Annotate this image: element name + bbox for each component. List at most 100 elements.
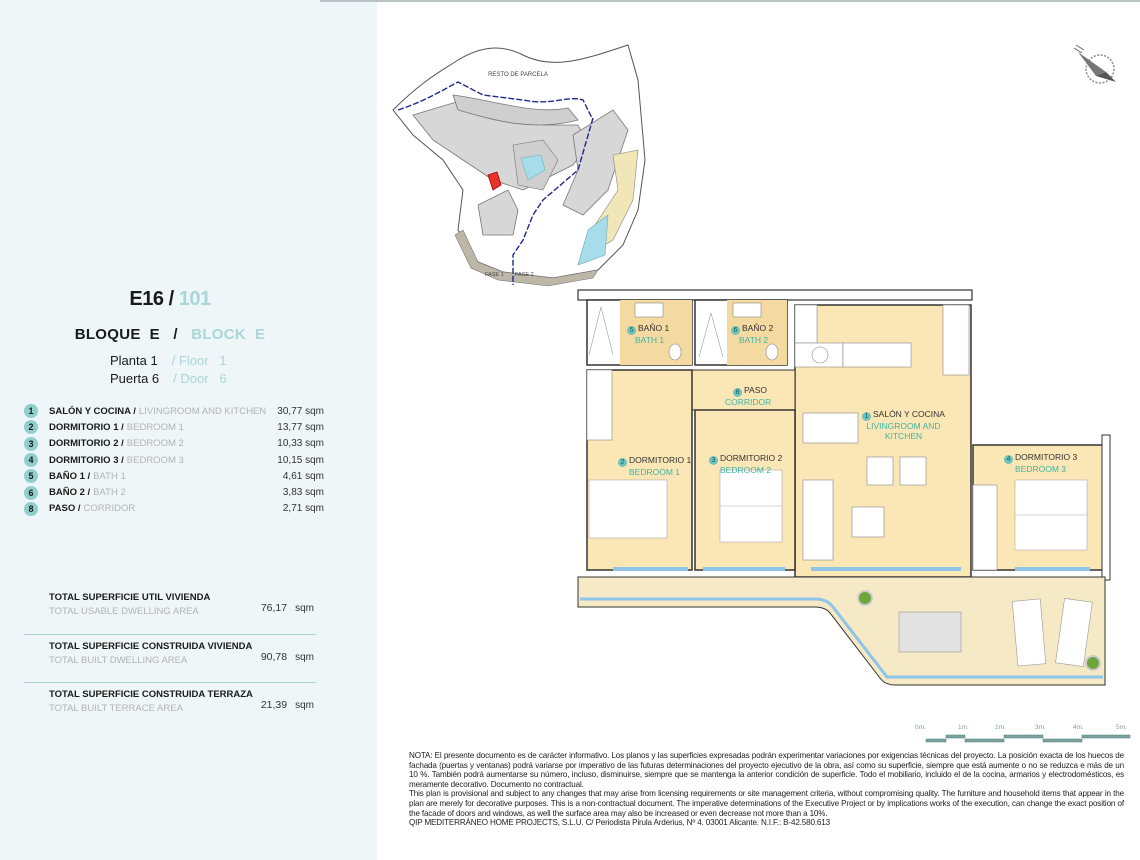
site-plan-map: RESTO DE PARCELA FASE 1 FASE 2 bbox=[392, 44, 646, 287]
scale-label: 2m. bbox=[995, 724, 1006, 731]
door-en: / Door 6 bbox=[173, 371, 227, 386]
room-area: 13,77 sqm bbox=[277, 421, 324, 433]
legal-note-es: NOTA: El presente documento es de caráct… bbox=[409, 751, 1124, 789]
room-number-badge: 6 bbox=[24, 485, 38, 500]
total-number: 76,17 bbox=[260, 602, 288, 614]
block-separator: / bbox=[173, 326, 178, 343]
floor-plan bbox=[577, 289, 1111, 686]
block-es: BLOQUE E bbox=[74, 326, 160, 343]
total-unit: sqm bbox=[295, 603, 314, 614]
scale-label: 1m. bbox=[958, 724, 969, 731]
room-number-badge: 1 bbox=[24, 404, 38, 419]
block-heading: BLOQUE E / BLOCK E bbox=[0, 326, 340, 343]
room-row: 3 DORMITORIO 2 / BEDROOM 2 10,33 sqm bbox=[24, 436, 324, 452]
total-value: 90,78 sqm bbox=[261, 651, 314, 663]
plan-label-en: BATH 1 bbox=[635, 335, 665, 345]
room-name-en: BEDROOM 2 bbox=[126, 438, 184, 450]
total-built-terrace-area: TOTAL SUPERFICIE CONSTRUIDA TERRAZA TOTA… bbox=[24, 682, 316, 730]
plan-label-es: BAÑO 1 bbox=[638, 323, 670, 333]
plan-badge: 2 bbox=[618, 458, 627, 467]
plan-badge: 1 bbox=[862, 412, 871, 421]
plan-label-en: BATH 2 bbox=[739, 335, 769, 345]
room-name-es: BAÑO 1 / bbox=[49, 470, 91, 482]
total-label-es: TOTAL SUPERFICIE UTIL VIVIENDA bbox=[49, 592, 211, 603]
room-name-en: LIVINGROOM AND KITCHEN bbox=[138, 405, 267, 417]
plan-badge: 3 bbox=[709, 456, 718, 465]
plan-label-es: DORMITORIO 1 bbox=[629, 455, 692, 465]
total-value: 21,39 sqm bbox=[261, 699, 314, 711]
room-name-en: CORRIDOR bbox=[83, 503, 136, 515]
total-label-es: TOTAL SUPERFICIE CONSTRUIDA TERRAZA bbox=[49, 689, 253, 700]
room-area: 30,77 sqm bbox=[277, 405, 324, 417]
scale-label: 4m. bbox=[1073, 724, 1084, 731]
room-name-en: BATH 2 bbox=[93, 487, 126, 499]
phase-2-label: FASE 2 bbox=[515, 272, 534, 278]
room-name-es: DORMITORIO 3 / bbox=[49, 454, 124, 466]
room-name-en: BATH 1 bbox=[93, 470, 126, 482]
room-list: 1 SALÓN Y COCINA / LIVINGROOM AND KITCHE… bbox=[24, 403, 324, 517]
room-row: 5 BAÑO 1 / BATH 1 4,61 sqm bbox=[24, 468, 324, 484]
plan-badge: 5 bbox=[627, 326, 636, 335]
block-en: BLOCK E bbox=[191, 326, 266, 343]
phase-1-label: FASE 1 bbox=[485, 272, 504, 278]
plan-label-en: BEDROOM 2 bbox=[720, 465, 772, 475]
floor-line: Planta 1/ Floor 1 bbox=[110, 353, 227, 368]
plan-label-en: BEDROOM 3 bbox=[1015, 464, 1067, 474]
plan-label-es: SALÓN Y COCINA bbox=[873, 409, 945, 419]
total-built-dwelling-area: TOTAL SUPERFICIE CONSTRUIDA VIVIENDA TOT… bbox=[24, 634, 316, 682]
room-number-badge: 4 bbox=[24, 453, 38, 468]
total-value: 76,17 sqm bbox=[261, 602, 314, 614]
total-unit: sqm bbox=[295, 700, 314, 711]
total-number: 21,39 bbox=[260, 699, 288, 711]
scale-bar-graphic bbox=[925, 734, 1131, 743]
room-name-es: SALÓN Y COCINA / bbox=[49, 405, 136, 417]
room-number-badge: 5 bbox=[24, 469, 38, 484]
unit-code-text: E16 bbox=[129, 288, 164, 310]
door-es: Puerta 6 bbox=[110, 371, 160, 386]
legal-note-en: This plan is provisional and subject to … bbox=[409, 789, 1124, 818]
total-usable-area: TOTAL SUPERFICIE UTIL VIVIENDA TOTAL USA… bbox=[24, 586, 316, 634]
plan-label-en: BEDROOM 1 bbox=[629, 467, 681, 477]
room-row: 8 PASO / CORRIDOR 2,71 sqm bbox=[24, 501, 324, 517]
plan-badge: 6 bbox=[731, 326, 740, 335]
scale-label: 3m. bbox=[1035, 724, 1046, 731]
legal-note: NOTA: El presente documento es de caráct… bbox=[409, 751, 1124, 828]
totals-section: TOTAL SUPERFICIE UTIL VIVIENDA TOTAL USA… bbox=[24, 586, 316, 730]
floor-en: / Floor 1 bbox=[171, 353, 227, 368]
room-name-es: PASO / bbox=[49, 503, 81, 515]
room-name-en: BEDROOM 3 bbox=[126, 454, 184, 466]
total-label-en: TOTAL USABLE DWELLING AREA bbox=[49, 606, 199, 617]
room-area: 10,33 sqm bbox=[277, 438, 324, 450]
site-plan-label-rest: RESTO DE PARCELA bbox=[488, 72, 548, 78]
total-label-en: TOTAL BUILT DWELLING AREA bbox=[49, 655, 188, 666]
total-number: 90,78 bbox=[260, 651, 288, 663]
room-row: 4 DORMITORIO 3 / BEDROOM 3 10,15 sqm bbox=[24, 452, 324, 468]
plan-label-en: KITCHEN bbox=[884, 431, 923, 441]
total-label-en: TOTAL BUILT TERRACE AREA bbox=[49, 703, 183, 714]
room-name-es: BAÑO 2 / bbox=[49, 487, 91, 499]
top-rule bbox=[320, 0, 1140, 2]
plan-label-es: BAÑO 2 bbox=[742, 323, 774, 333]
plan-label-en: LIVINGROOM AND bbox=[866, 421, 941, 431]
left-info-panel bbox=[0, 0, 377, 860]
room-name-en: BEDROOM 1 bbox=[126, 421, 184, 433]
plan-label-en: CORRIDOR bbox=[725, 397, 772, 407]
room-row: 1 SALÓN Y COCINA / LIVINGROOM AND KITCHE… bbox=[24, 403, 324, 419]
total-unit: sqm bbox=[295, 652, 314, 663]
unit-code: E16 / 101 bbox=[0, 288, 340, 311]
scale-bar: 0m. 1m. 2m. 3m. 4m. 5m. bbox=[910, 724, 1140, 746]
room-number-badge: 3 bbox=[24, 436, 38, 451]
north-compass-icon bbox=[1073, 44, 1116, 84]
scale-label: 0m. bbox=[915, 724, 926, 731]
plan-badge: 8 bbox=[733, 388, 742, 397]
plan-label-es: DORMITORIO 2 bbox=[720, 453, 783, 463]
total-label-es: TOTAL SUPERFICIE CONSTRUIDA VIVIENDA bbox=[49, 641, 253, 652]
room-name-es: DORMITORIO 2 / bbox=[49, 438, 124, 450]
company-info: QIP MEDITERRÁNEO HOME PROJECTS, S.L.U. C… bbox=[409, 818, 830, 828]
